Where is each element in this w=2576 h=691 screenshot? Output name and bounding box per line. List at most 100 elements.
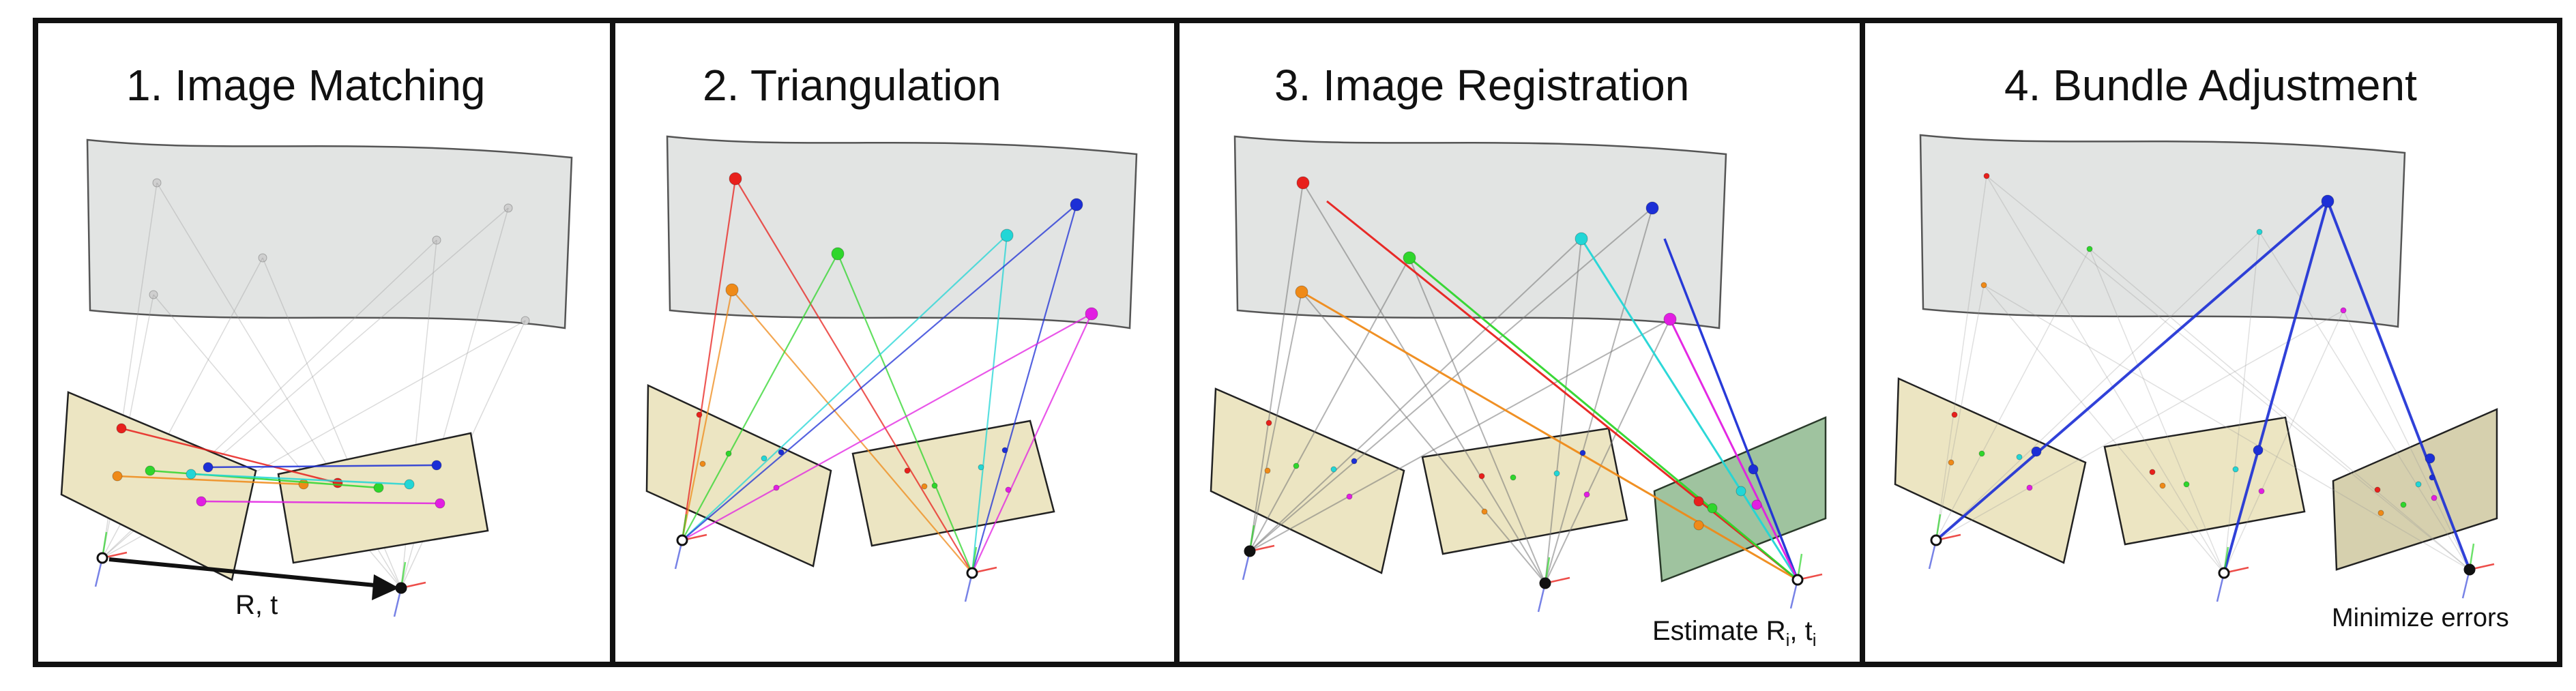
faint-ray — [2089, 248, 2470, 570]
triangulation-ray — [735, 178, 973, 574]
faint-ray — [1935, 310, 2344, 541]
panel-bundle-adjustment — [1894, 134, 2498, 602]
faint-ray — [1986, 175, 2225, 574]
existing-ray — [1545, 207, 1653, 584]
image-feature — [1510, 474, 1517, 481]
image-plane-1 — [1894, 377, 2087, 564]
image-feature — [931, 482, 938, 489]
camera-2 — [1537, 557, 1570, 613]
existing-ray — [1545, 319, 1671, 584]
scene-point — [432, 235, 441, 245]
feature-point — [373, 482, 384, 493]
triangulation-ray — [971, 313, 1092, 574]
triangulated-point — [725, 283, 739, 297]
feature-point — [298, 479, 309, 490]
camera-2 — [964, 546, 997, 602]
existing-ray — [1302, 182, 1546, 584]
triangulation-ray — [681, 178, 737, 541]
image-feature — [1293, 462, 1300, 469]
triangulated-point — [831, 247, 845, 261]
scene-point — [152, 178, 162, 188]
triangulated-point — [1070, 198, 1083, 211]
registration-ray — [1580, 238, 1799, 580]
match-line — [121, 427, 338, 484]
camera-center — [2218, 567, 2230, 579]
camera-1 — [1928, 514, 1961, 570]
new-image-feature — [1748, 464, 1759, 475]
error-ray — [2223, 201, 2329, 574]
image-feature — [1478, 473, 1485, 480]
camera-center — [1244, 545, 1256, 557]
faint-ray — [2223, 231, 2260, 574]
registration-ray — [1669, 319, 1799, 580]
reprojection-point — [2253, 445, 2264, 456]
registration-ray — [1663, 238, 1799, 580]
image-feature — [2232, 466, 2239, 473]
image-plane-left — [645, 384, 832, 568]
image-feature — [2374, 486, 2381, 493]
panel-title-image-matching: 1. Image Matching — [126, 61, 486, 110]
image-plane-middle — [1421, 427, 1628, 555]
image-feature — [2429, 474, 2435, 481]
arrow-head — [372, 574, 399, 600]
camera-center — [676, 534, 688, 546]
image-feature — [1948, 459, 1955, 466]
camera-center — [96, 552, 108, 564]
faint-ray — [2223, 310, 2344, 574]
triangulated-point — [1000, 229, 1014, 242]
image-feature — [1346, 493, 1353, 500]
registration-ray — [1326, 200, 1798, 581]
image-feature — [904, 467, 911, 474]
image-plane-right — [277, 432, 489, 564]
scene-point — [1645, 201, 1659, 215]
triangulation-ray — [971, 235, 1008, 574]
image-feature — [1330, 466, 1337, 473]
image-feature — [2183, 481, 2190, 488]
reprojection-point — [2425, 453, 2435, 464]
faint-ray — [1935, 284, 1985, 541]
image-feature — [1951, 411, 1958, 418]
panel-triangulation — [645, 135, 1138, 602]
arrow-shaft — [108, 557, 390, 589]
image-feature — [696, 411, 703, 418]
triangulation-ray — [682, 204, 1077, 541]
estimate-subscript-2: i — [1812, 630, 1817, 650]
panel-layers — [60, 134, 2498, 617]
image-feature — [2026, 484, 2033, 491]
scene-point — [1296, 176, 1310, 190]
image-plane-3 — [2332, 408, 2498, 571]
feature-point — [435, 498, 445, 509]
error-ray — [1935, 200, 2329, 542]
scene-point — [258, 253, 267, 263]
feature-point — [116, 423, 127, 434]
reprojection-point — [2031, 446, 2042, 457]
triangulation-ray — [682, 235, 1008, 541]
image-feature — [1553, 470, 1560, 477]
camera-center — [1539, 577, 1551, 589]
match-line — [201, 500, 441, 505]
image-feature — [1978, 450, 1985, 457]
panel-title-image-registration: 3. Image Registration — [1274, 61, 1690, 110]
image-feature — [2400, 501, 2407, 508]
faint-ray — [2343, 310, 2470, 570]
image-feature — [2431, 495, 2438, 501]
camera-3 — [2461, 543, 2495, 599]
error-ray — [2326, 201, 2471, 570]
existing-ray — [1249, 257, 1410, 552]
feature-point — [431, 460, 442, 471]
image-feature — [1351, 458, 1358, 465]
camera-center — [966, 567, 978, 579]
camera-2 — [2216, 546, 2249, 602]
existing-ray — [1301, 291, 1546, 584]
estimate-subscript-1: i — [1785, 630, 1790, 650]
panel-image-registration — [1210, 135, 1827, 613]
registration-ray — [1409, 256, 1798, 581]
estimate-prefix: Estimate R — [1652, 616, 1786, 646]
scene-point — [1980, 282, 1987, 289]
scene-point — [521, 316, 530, 325]
image-feature — [1583, 491, 1590, 498]
triangulation-ray — [971, 204, 1078, 574]
existing-ray — [1409, 257, 1546, 584]
image-feature — [761, 455, 767, 462]
